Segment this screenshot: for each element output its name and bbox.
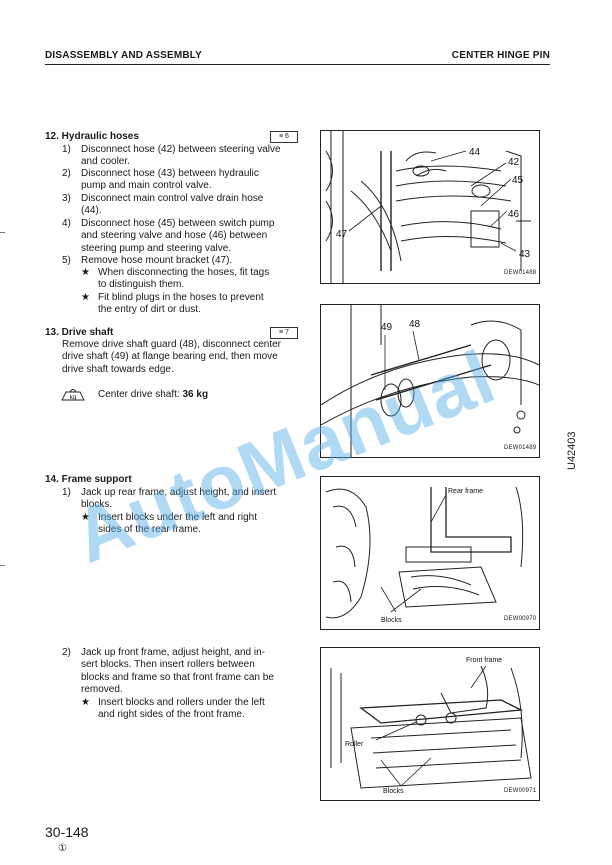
header-topic-title: CENTER HINGE PIN xyxy=(451,50,550,61)
figure-rear-frame: Rear frame Blocks DEW00970 xyxy=(320,476,540,630)
list-item: 3) Disconnect main control valve drain h… xyxy=(62,193,312,219)
list-item: 5) Remove hose mount bracket (47). xyxy=(62,255,312,269)
header-rule xyxy=(45,64,550,65)
list-item: 4) Disconnect hose (45) between switch p… xyxy=(62,218,312,256)
list-item: 2) Disconnect hose (43) between hydrauli… xyxy=(62,168,312,194)
label-blocks: Blocks xyxy=(381,617,402,624)
note-line: Fit blind plugs in the hoses to prevent xyxy=(98,292,264,303)
figure-caption: DEW00970 xyxy=(504,616,537,622)
callout-44: 44 xyxy=(469,147,481,158)
page-revision-mark: ① xyxy=(58,843,67,854)
item-line: removed. xyxy=(81,684,123,696)
item-line: Jack up rear frame, adjust height, and i… xyxy=(81,487,277,498)
label-rear-frame: Rear frame xyxy=(448,488,483,495)
item-line: and cooler. xyxy=(81,156,130,168)
callout-42: 42 xyxy=(508,157,520,168)
figure-hydraulic-hoses: 44 42 45 46 47 43 DEW01488 xyxy=(320,130,540,284)
margin-tick xyxy=(0,565,5,566)
item-line: Remove hose mount bracket (47). xyxy=(81,255,233,266)
list-item: 2) Jack up front frame, adjust height, a… xyxy=(62,647,312,699)
callout-45: 45 xyxy=(512,175,524,186)
note-line: When disconnecting the hoses, fit tags xyxy=(98,267,270,278)
figure-caption: DEW00971 xyxy=(504,788,537,794)
item-number: 2) xyxy=(62,168,71,179)
figure-drive-shaft: 49 48 DEW01489 xyxy=(320,304,540,458)
item-line: steering pump and steering valve. xyxy=(81,242,232,254)
list-item: 1) Jack up rear frame, adjust height, an… xyxy=(62,487,312,513)
star-icon: ★ xyxy=(81,697,90,708)
callout-46: 46 xyxy=(508,209,520,220)
item-number: 5) xyxy=(62,255,71,266)
callout-49: 49 xyxy=(381,322,393,333)
section-title-drive-shaft: 13. Drive shaft xyxy=(45,327,114,338)
section-title-hydraulic-hoses: 12. Hydraulic hoses xyxy=(45,131,139,142)
item-line: blocks and frame so that front frame can… xyxy=(81,671,274,683)
item-line: Disconnect hose (42) between steering va… xyxy=(81,144,281,155)
item-number: 1) xyxy=(62,487,71,498)
callout-48: 48 xyxy=(409,319,421,330)
item-line: blocks. xyxy=(81,499,113,511)
callout-43: 43 xyxy=(519,249,531,260)
drive-line: drive shaft (49) at flange bearing end, … xyxy=(62,351,278,362)
weight-label: Center drive shaft: xyxy=(98,389,183,400)
star-icon: ★ xyxy=(81,512,90,523)
section-title-frame-support: 14. Frame support xyxy=(45,474,132,485)
figure-caption: DEW01489 xyxy=(504,445,537,451)
figure-front-frame: Front frame Roller Blocks DEW00971 xyxy=(320,647,540,801)
list-item: 1) Disconnect hose (42) between steering… xyxy=(62,144,312,170)
note-item: ★ When disconnecting the hoses, fit tags… xyxy=(81,267,311,293)
note-line: Insert blocks and rollers under the left xyxy=(98,697,265,708)
label-blocks: Blocks xyxy=(383,788,404,795)
note-item: ★ Insert blocks under the left and right… xyxy=(81,512,311,538)
note-item: ★ Fit blind plugs in the hoses to preven… xyxy=(81,292,311,318)
item-line: sert blocks. Then insert rollers between xyxy=(81,659,255,671)
item-number: 4) xyxy=(62,218,71,229)
item-line: and steering valve and hose (46) between xyxy=(81,230,268,242)
item-number: 3) xyxy=(62,193,71,204)
weight-value: 36 kg xyxy=(182,389,209,400)
item-line: Disconnect hose (45) between switch pump xyxy=(81,218,275,229)
weight-icon: kg xyxy=(60,387,86,401)
label-front-frame: Front frame xyxy=(466,657,502,664)
note-line: sides of the rear frame. xyxy=(98,524,201,536)
item-line: Jack up front frame, adjust height, and … xyxy=(81,647,265,658)
note-item: ★ Insert blocks and rollers under the le… xyxy=(81,697,311,723)
side-code: U42403 xyxy=(566,431,578,470)
page-number: 30-148 xyxy=(45,824,89,840)
figure-caption: DEW01488 xyxy=(504,270,537,276)
note-line: the entry of dirt or dust. xyxy=(98,304,201,316)
label-roller: Roller xyxy=(345,741,364,748)
weight-line: Center drive shaft: 36 kg xyxy=(98,389,208,401)
ref-badge-6: ≡ 6 xyxy=(270,131,298,143)
item-number: 2) xyxy=(62,647,71,658)
note-line: to distinguish them. xyxy=(98,279,185,291)
margin-tick xyxy=(0,232,5,233)
item-line: Disconnect hose (43) between hydraulic xyxy=(81,168,259,179)
ref-badge-7: ≡ 7 xyxy=(270,327,298,339)
star-icon: ★ xyxy=(81,267,90,278)
item-line: (44). xyxy=(81,205,102,217)
star-icon: ★ xyxy=(81,292,90,303)
drive-line: Remove drive shaft guard (48), disconnec… xyxy=(62,339,281,350)
note-line: and right sides of the front frame. xyxy=(98,709,245,721)
note-line: Insert blocks under the left and right xyxy=(98,512,257,523)
item-line: Disconnect main control valve drain hose xyxy=(81,193,264,204)
item-line: pump and main control valve. xyxy=(81,180,212,192)
item-number: 1) xyxy=(62,144,71,155)
callout-47: 47 xyxy=(336,229,348,240)
kg-label: kg xyxy=(70,395,76,401)
drive-line: drive shaft towards edge. xyxy=(62,364,174,375)
header-section-title: DISASSEMBLY AND ASSEMBLY xyxy=(45,50,203,61)
